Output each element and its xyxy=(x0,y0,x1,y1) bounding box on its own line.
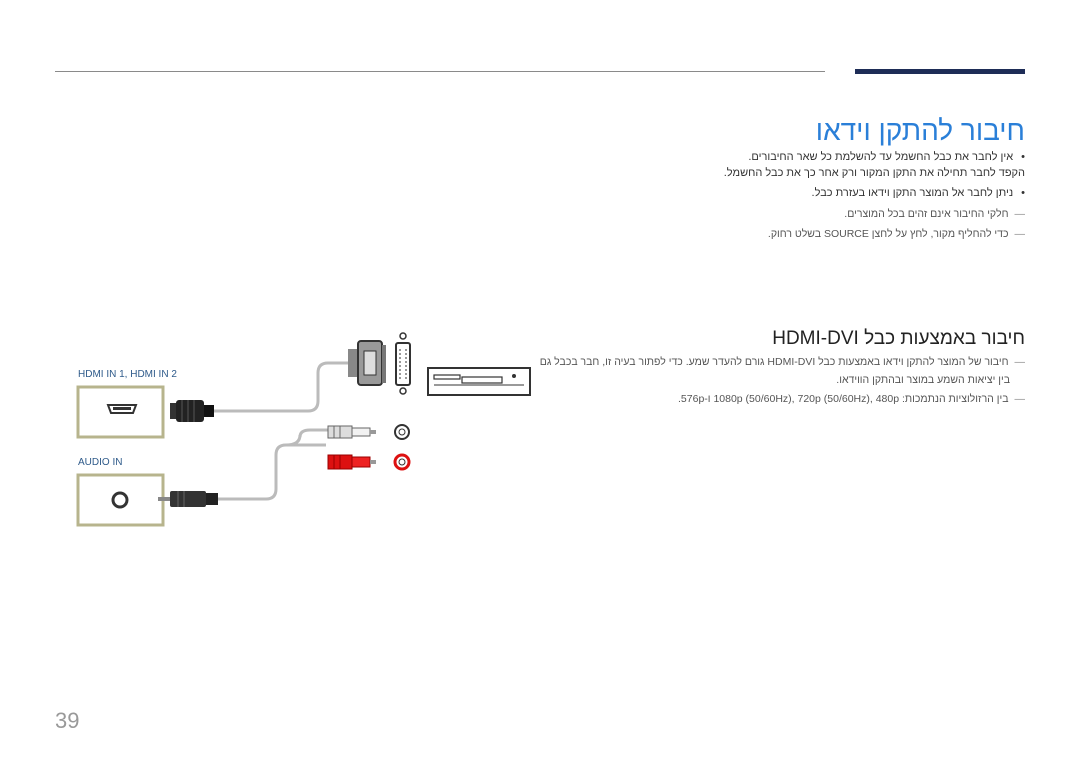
hdmi-plug-icon xyxy=(170,400,214,422)
page-title: חיבור להתקן וידאו xyxy=(815,114,1025,146)
audio-cable xyxy=(218,443,326,501)
audio-port-label: AUDIO IN xyxy=(78,457,123,468)
section-title: חיבור באמצעות כבל HDMI-DVI xyxy=(772,328,1025,349)
rca-white-plug-icon xyxy=(327,425,376,439)
dvi-connector-icon xyxy=(348,340,386,386)
hdmi-port-icon xyxy=(106,404,138,414)
page-number: 39 xyxy=(55,708,80,733)
hdmi-port-label: HDMI IN 1, HDMI IN 2 xyxy=(78,369,177,380)
rca-red-plug-icon xyxy=(327,454,376,470)
header-rule xyxy=(55,71,825,72)
section-note-resolutions: בין הרזולוציות הנתמכות: 1080p (50/60Hz),… xyxy=(678,393,1025,405)
hdmi-dvi-cable xyxy=(214,361,348,413)
section-note-audio: חיבור של המוצר להתקן וידאו באמצעות כבל H… xyxy=(540,356,1025,368)
connection-diagram xyxy=(76,332,531,527)
note-parts: חלקי החיבור אינם זהים בכל המוצרים. xyxy=(844,208,1025,220)
dvi-port-icon xyxy=(395,332,411,395)
note-source: כדי להחליף מקור, לחץ על לחצן SOURCE בשלט… xyxy=(768,228,1025,240)
bullet-connect-video: ניתן לחבר אל המוצר התקן וידאו בעזרת כבל. xyxy=(812,187,1025,199)
audio-plug-icon xyxy=(158,491,218,507)
bullet-power-warning-cont: הקפד לחבר תחילה את התקן המקור ורק אחר כך… xyxy=(723,167,1025,179)
header-accent-bar xyxy=(855,69,1025,74)
bullet-power-warning: אין לחבר את כבל החשמל עד להשלמת כל שאר ה… xyxy=(748,151,1025,163)
section-note-audio-cont: בין יציאות השמע במוצר ובהתקן הווידאו. xyxy=(836,374,1010,386)
audio-jack-icon xyxy=(111,491,129,509)
video-player-icon xyxy=(427,367,531,396)
